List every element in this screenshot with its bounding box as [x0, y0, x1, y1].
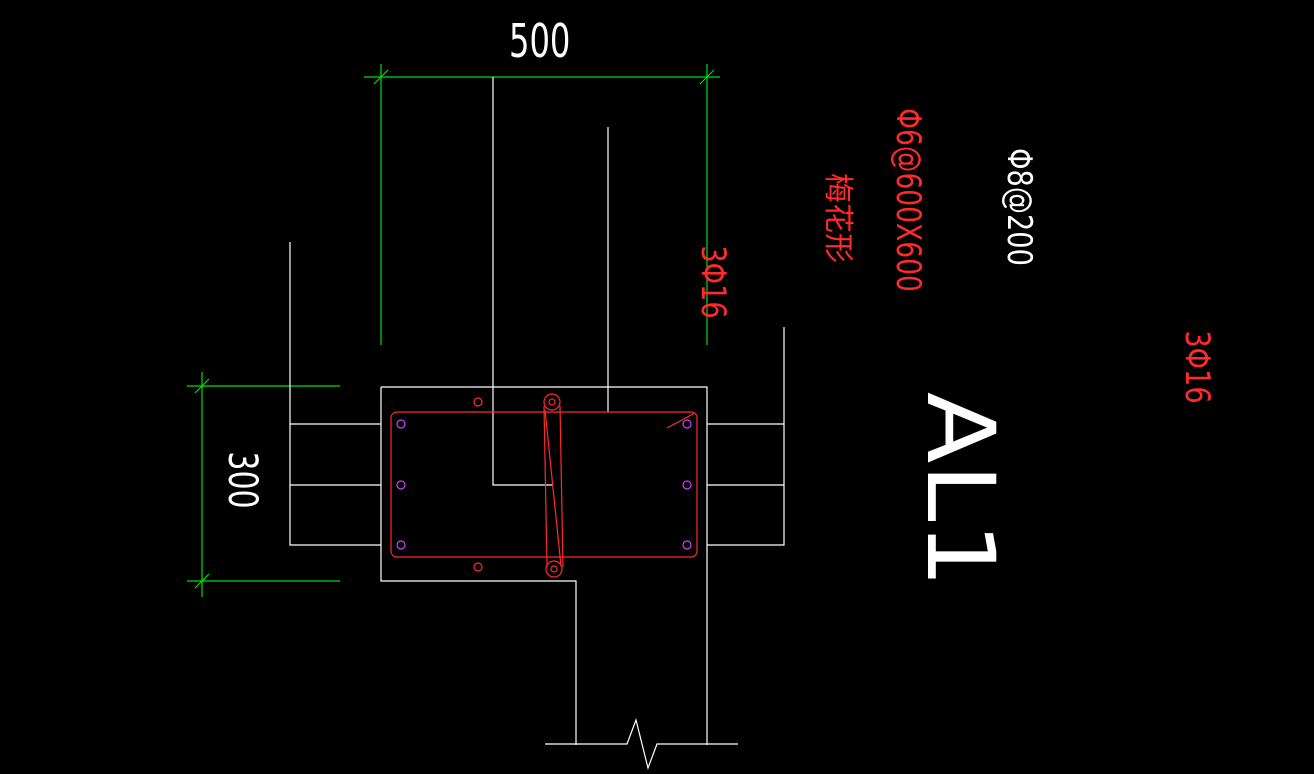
tie-bar-bottom-hook	[545, 560, 563, 578]
longitudinal-bars	[396, 419, 692, 550]
rebar-point	[396, 480, 406, 490]
rebar-point	[473, 562, 483, 572]
tie-note-label: 梅花形	[820, 173, 855, 263]
stirrup-label: Φ8@200	[999, 148, 1039, 266]
width-dimension	[364, 64, 720, 345]
rebar-point	[682, 480, 692, 490]
bottom-bars-label: 3Φ16	[1177, 330, 1217, 403]
rebar-point	[550, 565, 558, 573]
tie-bar-left-edge	[543, 405, 548, 568]
upper-column-left	[492, 77, 553, 486]
left-slab-outline	[289, 242, 381, 546]
width-tick-left	[373, 69, 389, 85]
top-bars-label: 3Φ16	[693, 245, 733, 318]
tie-bar-diagonal	[544, 409, 562, 567]
beam-section-outline-left	[380, 387, 577, 745]
member-tag-label: AL1	[905, 392, 1013, 588]
width-tick-right	[699, 69, 715, 85]
rebar-group	[390, 393, 698, 578]
rebar-point	[396, 540, 406, 550]
rebar-point	[396, 419, 406, 429]
height-dimension-label: 300	[219, 451, 265, 508]
tie-bar-right-edge	[559, 405, 564, 568]
right-slab-outline	[707, 327, 785, 546]
rebar-point	[548, 398, 556, 406]
height-dimension	[187, 372, 340, 597]
width-dimension-label: 500	[509, 15, 570, 68]
height-tick-top	[194, 378, 210, 394]
rebar-point	[473, 397, 483, 407]
stirrup-hook	[666, 412, 696, 429]
concrete-outline	[289, 77, 785, 771]
rebar-point	[682, 419, 692, 429]
tie-bar-top-hook	[543, 393, 561, 411]
waist-bars-label: Φ6@600X600	[888, 108, 927, 292]
height-tick-bottom	[194, 573, 210, 589]
beam-section-outline	[381, 386, 708, 745]
wall-break-line	[545, 717, 738, 771]
rebar-point	[682, 540, 692, 550]
